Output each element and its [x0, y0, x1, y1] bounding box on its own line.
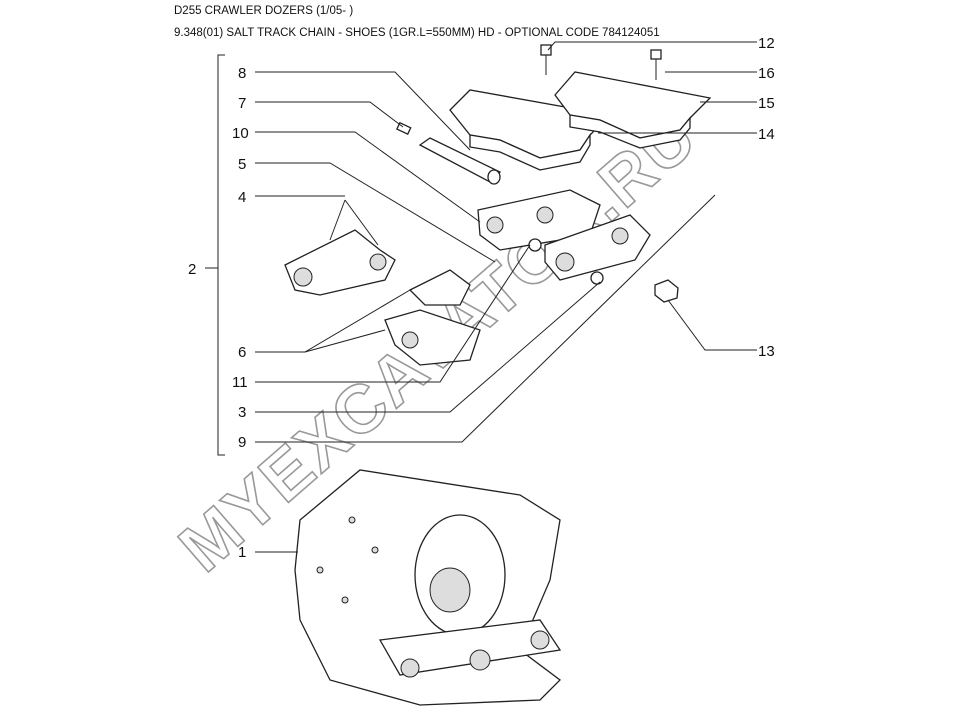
- callout-11[interactable]: 11: [232, 374, 248, 391]
- callout-6[interactable]: 6: [238, 344, 246, 361]
- callout-10[interactable]: 10: [232, 125, 249, 142]
- callout-8[interactable]: 8: [238, 65, 246, 82]
- callout-1[interactable]: 1: [238, 544, 246, 561]
- callout-12[interactable]: 12: [758, 35, 775, 52]
- shoe-15[interactable]: [554, 71, 712, 149]
- callout-16[interactable]: 16: [758, 65, 775, 82]
- nut-13[interactable]: [654, 279, 679, 303]
- link-assembly[interactable]: [477, 189, 651, 285]
- callout-5[interactable]: 5: [238, 156, 246, 173]
- callout-3[interactable]: 3: [238, 404, 246, 421]
- callout-7[interactable]: 7: [238, 95, 246, 112]
- diagram-section-title: 9.348(01) SALT TRACK CHAIN - SHOES (1GR.…: [174, 27, 660, 39]
- callout-13[interactable]: 13: [758, 343, 775, 360]
- bolt-16[interactable]: [650, 49, 662, 80]
- diagram-model-title: D255 CRAWLER DOZERS (1/05- ): [174, 5, 354, 17]
- callout-9[interactable]: 9: [238, 434, 246, 451]
- shoe-14[interactable]: [449, 89, 612, 171]
- callout-4[interactable]: 4: [238, 189, 246, 206]
- callout-15[interactable]: 15: [758, 95, 775, 112]
- bolt-12[interactable]: [540, 44, 552, 75]
- leader-lines: [205, 41, 757, 553]
- link-6[interactable]: [384, 269, 481, 366]
- track-assembly-1[interactable]: [294, 469, 562, 706]
- callout-14[interactable]: 14: [758, 126, 775, 143]
- pin-8[interactable]: [418, 137, 502, 185]
- callout-2[interactable]: 2: [188, 261, 196, 278]
- link-4[interactable]: [284, 229, 396, 296]
